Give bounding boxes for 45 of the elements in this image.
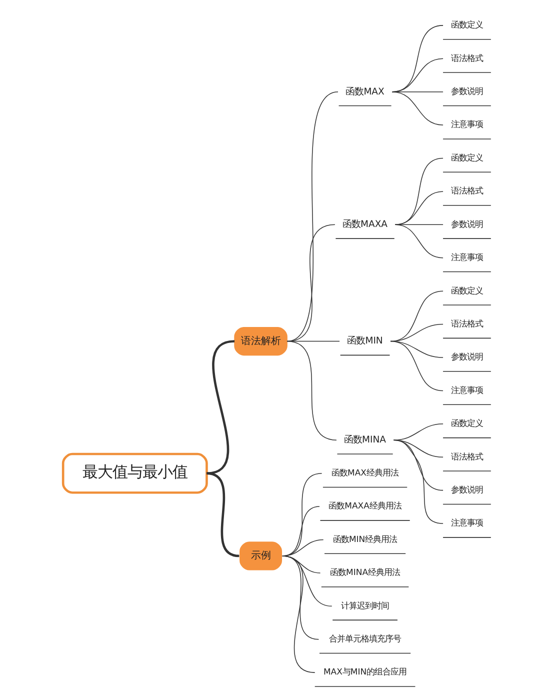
connector: [394, 158, 444, 226]
node-text: 函数定义: [450, 20, 483, 31]
node-text: 注意事项: [450, 120, 483, 130]
connector: [282, 556, 320, 640]
connector: [282, 556, 316, 673]
node-text: 注意事项: [450, 386, 483, 396]
connector: [394, 224, 444, 258]
node-text: 参数说明: [450, 220, 483, 230]
node-text: 函数定义: [450, 419, 483, 430]
connector: [390, 340, 444, 392]
node-text: 函数MIN经典用法: [332, 534, 398, 545]
connector: [286, 91, 338, 342]
node-text: 合并单元格填充序号: [329, 634, 402, 645]
node-text: 语法格式: [450, 452, 483, 462]
node-text: 参数说明: [450, 485, 483, 496]
node-text: 注意事项: [450, 518, 483, 529]
node-text: 语法格式: [450, 319, 483, 330]
connector: [393, 424, 444, 440]
node-text: 计算迟到时间: [341, 601, 390, 612]
node-text: 函数MAX经典用法: [332, 468, 399, 478]
node-text: 函数MAX: [346, 86, 384, 98]
node-text: 函数MINA: [344, 434, 386, 446]
node-text: 语法格式: [450, 54, 483, 64]
connector: [206, 472, 240, 558]
node-text: 函数MINA经典用法: [330, 568, 400, 578]
node-text: MAX与MIN的组合应用: [323, 668, 407, 678]
node-text: 函数MAXA: [342, 219, 388, 230]
connector: [390, 290, 444, 342]
node-text: 注意事项: [450, 253, 483, 264]
connector: [286, 340, 337, 440]
connector: [392, 91, 444, 126]
connector: [393, 440, 444, 524]
node-text: 参数说明: [450, 87, 483, 98]
node-box: 最大值与最小值: [62, 452, 208, 494]
connector: [206, 340, 235, 474]
node-text: 语法格式: [450, 186, 483, 197]
node-text: 函数MIN: [347, 336, 383, 347]
node-box: 示例: [240, 542, 282, 570]
node-text: 函数定义: [450, 153, 483, 164]
connector: [286, 224, 336, 342]
node-text: 参数说明: [450, 352, 483, 363]
node-box: 语法解析: [234, 327, 288, 356]
node-text: 函数定义: [450, 286, 483, 296]
node-text: 函数MAXA经典用法: [328, 502, 402, 512]
connector: [394, 191, 444, 226]
